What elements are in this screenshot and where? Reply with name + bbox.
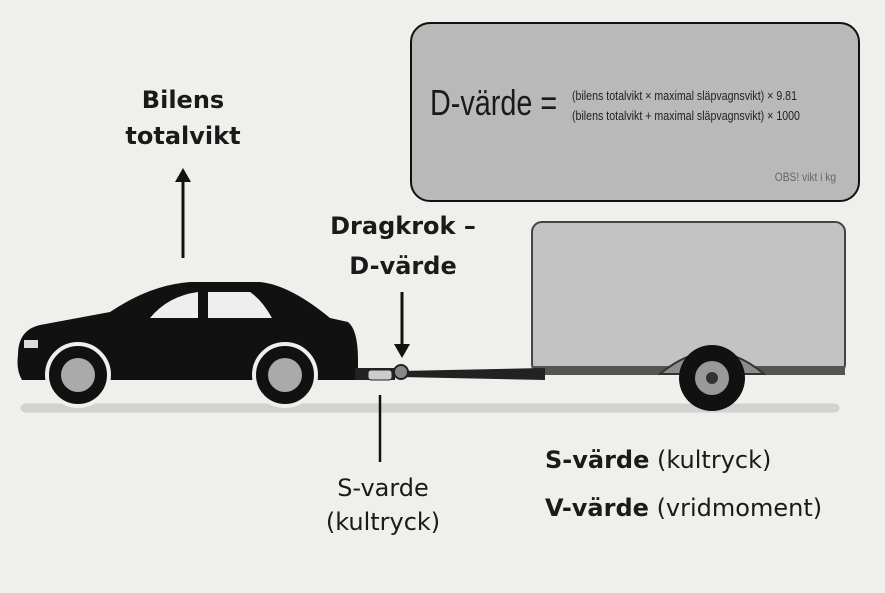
hitch-label-2: D-värde — [349, 252, 457, 280]
formula-fraction: (bilens totalvikt × maximal släpvagnsvik… — [572, 86, 800, 126]
total-weight-label-1: Bilens — [141, 86, 225, 114]
s-value-desc: (kultryck) — [657, 446, 772, 474]
formula-lhs: D-värde = — [430, 82, 558, 123]
s-value-label-1: S-varde — [337, 474, 429, 502]
s-value-label-2: (kultryck) — [325, 508, 441, 536]
drawbar — [400, 368, 545, 380]
total-weight-label-2: totalvikt — [125, 122, 241, 150]
s-value-name: S-värde — [545, 446, 650, 474]
v-value-desc: (vridmoment) — [656, 494, 823, 522]
formula-denominator: (bilens totalvikt + maximal släpvagnsvik… — [572, 109, 800, 123]
hitch-label-1: Dragkrok – — [330, 212, 476, 240]
v-value-name: V-värde — [545, 494, 649, 522]
total-weight-arrow — [175, 168, 191, 258]
hitch-arrow — [394, 292, 410, 358]
v-value-legend: V-värde (vridmoment) — [545, 494, 822, 522]
formula-numerator: (bilens totalvikt × maximal släpvagnsvik… — [572, 89, 797, 103]
s-value-legend: S-värde (kultryck) — [545, 446, 771, 474]
trailer — [531, 221, 846, 411]
formula-note: OBS! vikt i kg — [774, 170, 836, 184]
coupling-ball — [393, 364, 409, 380]
car — [17, 282, 395, 408]
d-value-formula-box: D-värde = (bilens totalvikt × maximal sl… — [410, 22, 860, 202]
